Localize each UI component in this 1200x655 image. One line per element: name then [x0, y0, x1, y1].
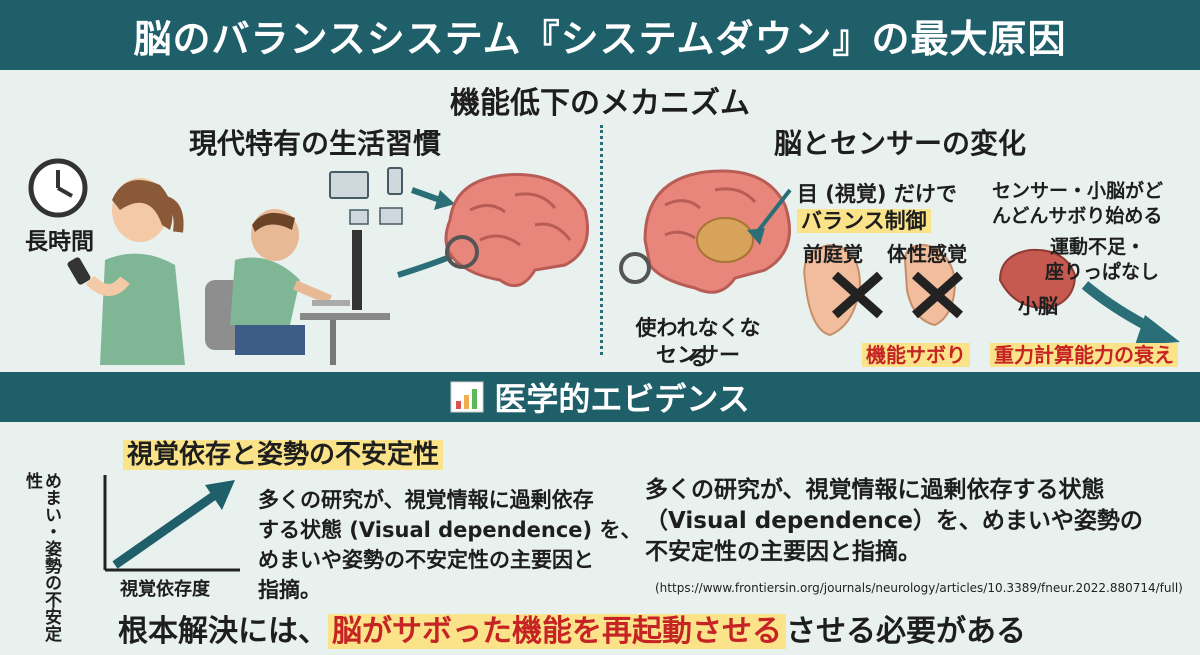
decline-wrap: 重力計算能力の衰え [990, 339, 1178, 368]
skipping-wrap: 機能サボり [862, 339, 970, 368]
evidence-left-line: 多くの研究が、視覚情報に過剰依存 [258, 488, 594, 512]
brain-icon [643, 169, 791, 294]
evidence-left-line: めまいや姿勢の不安定性の主要因と [258, 548, 594, 572]
evidence-left-line: 指摘。 [258, 578, 321, 602]
arrow-icon [753, 188, 792, 237]
conclusion-highlight: 脳がサボった機能を再起動させる [328, 614, 786, 649]
chart-heading-wrap: 視覚依存と姿勢の不安定性 [123, 434, 444, 471]
panel-divider [600, 125, 603, 355]
x-axis-label: 視覚依存度 [120, 579, 210, 600]
cross-icon [832, 271, 883, 319]
evidence-bar: 医学的エビデンス [0, 372, 1200, 422]
skipping-label: 機能サボり [862, 343, 970, 367]
man-desk-icon [205, 209, 390, 365]
somatosensory-label: 体性感覚 [887, 242, 967, 266]
arrow-icon [410, 187, 442, 203]
vestibular-label: 前庭覚 [803, 242, 863, 266]
lifestyle-heading: 現代特有の生活習慣 [188, 127, 441, 160]
evidence-left-line: する状態 (Visual dependence) を、 [258, 518, 642, 542]
lifestyle-illustration [28, 158, 589, 365]
evidence-text-left: 多くの研究が、視覚情報に過剰依存 する状態 (Visual dependence… [258, 485, 641, 605]
evidence-right-line: 不安定性の主要因と指摘。 [645, 539, 921, 565]
eye-icon [445, 235, 479, 269]
exercise-line2: 座りっぱなし [1045, 261, 1160, 283]
brain-icon [444, 172, 589, 288]
evidence-right-line: 多くの研究が、視覚情報に過剰依存する状態 [645, 477, 1105, 503]
conclusion: 根本解決には、脳がサボった機能を再起動させるさせる必要がある [118, 606, 1026, 650]
conclusion-prefix: 根本解決には、 [118, 614, 328, 649]
long-hours-label: 長時間 [25, 229, 94, 255]
devices-icon [329, 167, 403, 225]
evidence-title: 医学的エビデンス [494, 380, 750, 418]
woman-phone-icon [67, 178, 185, 365]
brain-sensor-illustration [619, 169, 1180, 345]
evidence-text-right: 多くの研究が、視覚情報に過剰依存する状態 （Visual dependence）… [645, 475, 1143, 568]
evidence-right-line: （Visual dependence）を、めまいや姿勢の [645, 508, 1143, 534]
trend-line [112, 491, 218, 569]
cerebellum-brain-icon [998, 248, 1077, 310]
eye-caption-line2: バランス制御 [797, 209, 931, 233]
trend-arrowhead [205, 480, 235, 510]
page-title: 脳のバランスシステム『システムダウン』の最大原因 [133, 16, 1067, 61]
brain-sensor-heading: 脳とセンサーの変化 [773, 127, 1026, 160]
exercise-line1: 運動不足・ [1050, 236, 1146, 258]
cerebellum-label: 小脳 [1018, 294, 1058, 318]
eye-icon [619, 252, 651, 284]
gravity-decline-label: 重力計算能力の衰え [990, 343, 1178, 367]
mechanism-title: 機能低下のメカニズム [450, 86, 750, 121]
ear-icon [803, 243, 862, 337]
citation-link[interactable]: (https://www.frontiersin.org/journals/ne… [655, 581, 1183, 595]
unused-sensor-line1: 使われなくなる [635, 316, 761, 370]
eye-caption-line1: 目 (視覚) だけで [797, 182, 957, 206]
cross-icon [912, 271, 963, 319]
conclusion-suffix: させる必要がある [786, 614, 1026, 649]
sensor-note-line1: センサー・小脳がど [992, 180, 1164, 202]
y-axis-label: めまい・姿勢の不安定性 [22, 472, 61, 642]
sensor-note-line2: んどんサボり始める [992, 205, 1163, 227]
dependence-chart [103, 475, 240, 572]
clock-icon [28, 158, 88, 218]
eye-caption-line2-wrap: バランス制御 [797, 205, 931, 235]
title-bar: 脳のバランスシステム『システムダウン』の最大原因 [0, 0, 1200, 70]
chart-heading: 視覚依存と姿勢の不安定性 [123, 440, 444, 470]
chart-icon [450, 381, 484, 413]
unused-sensor-line2: センサー [656, 343, 740, 367]
